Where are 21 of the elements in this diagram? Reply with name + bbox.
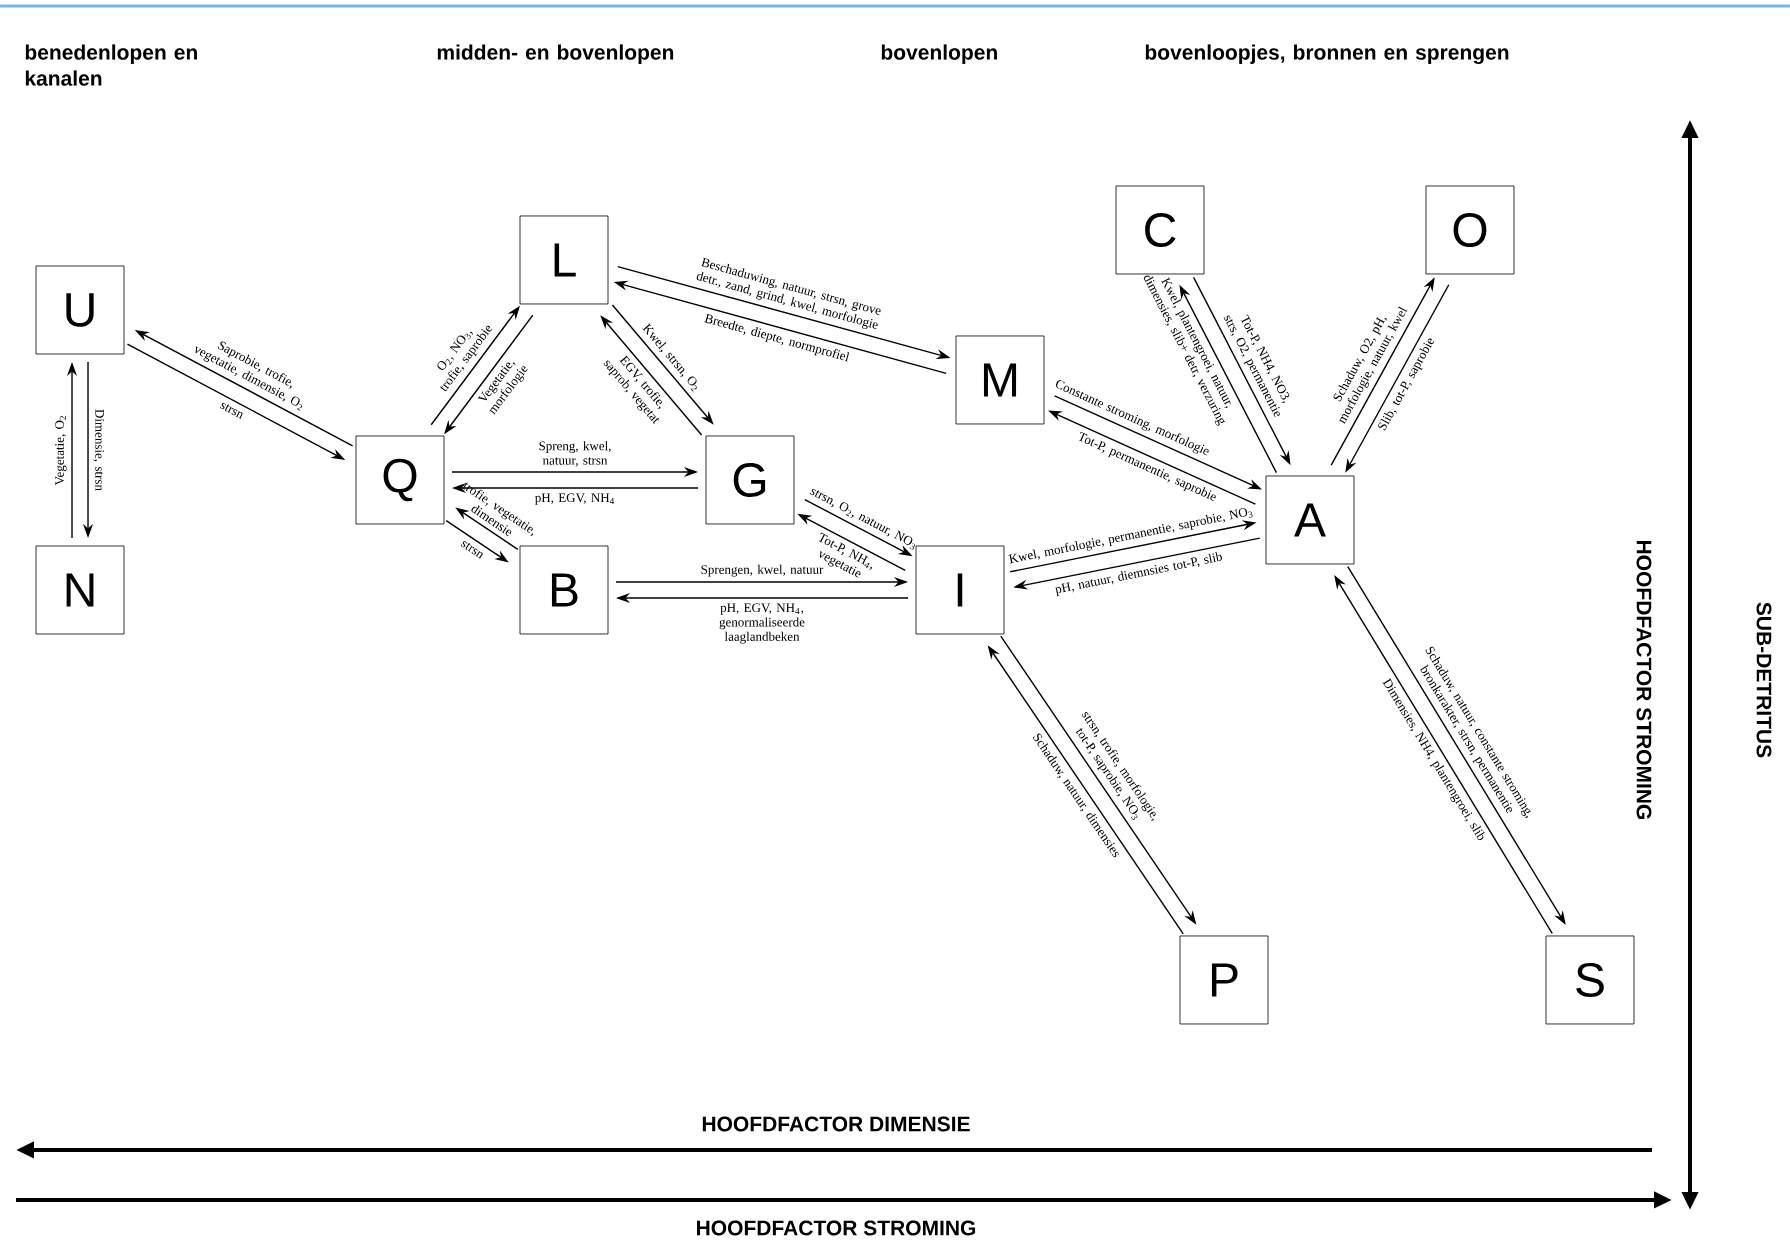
letter-box: M [955, 335, 1045, 425]
letter-box: U [35, 265, 125, 355]
letter-box: I [915, 545, 1005, 635]
column-heading: bovenloopjes, bronnen en sprengen [1145, 44, 1509, 65]
letter-box: G [705, 435, 795, 525]
axis-label: HOOFDFACTOR DIMENSIE [702, 1116, 970, 1132]
axis-label: HOOFDFACTOR STROMING [1636, 541, 1652, 820]
letter-box: O [1425, 185, 1515, 275]
letter-box: B [519, 545, 609, 635]
axis-label: HOOFDFACTOR STROMING [697, 1220, 976, 1236]
letter-box: A [1265, 475, 1355, 565]
letter-box: Q [355, 435, 445, 525]
column-heading: benedenlopen en kanalen [25, 44, 197, 86]
axis-label: SUB-DETRITUS [1756, 602, 1772, 758]
letter-box: S [1545, 935, 1635, 1025]
column-heading: bovenlopen [881, 44, 997, 64]
letter-box: L [519, 215, 609, 305]
column-heading: midden- en bovenlopen [437, 44, 674, 64]
letter-box: P [1179, 935, 1269, 1025]
letter-box: C [1115, 185, 1205, 275]
letter-box: N [35, 545, 125, 635]
